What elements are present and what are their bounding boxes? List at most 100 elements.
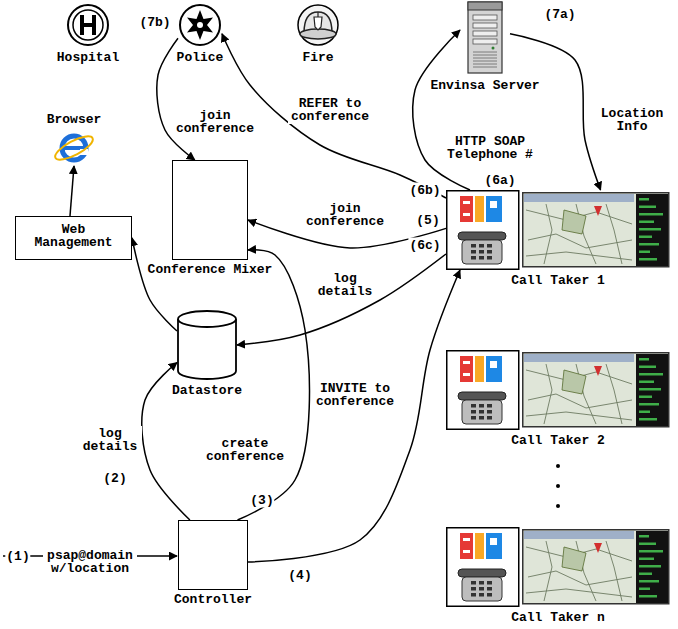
edge-label: INVITE to conference <box>313 381 397 409</box>
panel-row <box>639 396 652 399</box>
edge-label: Location Info <box>598 106 666 134</box>
datastore-cylinder-outline <box>177 310 237 380</box>
ellipsis-dot <box>556 464 560 468</box>
drive-bay <box>473 39 497 44</box>
sip-logo <box>463 361 470 364</box>
callout-number: (6a) <box>483 173 516 188</box>
helmet-shield <box>314 17 322 30</box>
cylinder-top <box>178 311 236 327</box>
node-caption: Police <box>177 51 224 64</box>
phone-key <box>487 581 492 585</box>
sip-logo <box>490 201 497 208</box>
icon-ring <box>180 5 220 45</box>
phone-key <box>487 416 492 420</box>
panel-row <box>639 373 663 376</box>
sip-logo <box>460 356 473 382</box>
phone-panel <box>447 351 519 430</box>
panel-row <box>639 411 650 414</box>
connector-group <box>70 30 601 562</box>
sip-logo <box>490 361 497 368</box>
flow-arrow <box>132 238 177 331</box>
panel-row <box>639 535 649 538</box>
edge-label: HTTP SOAP Telephone # <box>440 134 540 162</box>
panel-row <box>639 580 659 583</box>
panel-row <box>639 243 659 246</box>
panel-row <box>639 381 654 384</box>
panel-row <box>639 228 661 231</box>
flow-arrow <box>510 34 601 190</box>
sip-logo <box>463 213 470 216</box>
panel-row <box>639 198 649 201</box>
mixer-box: Conference Mixer <box>172 160 248 260</box>
panel-row <box>639 251 650 254</box>
phone-key <box>487 593 492 597</box>
phone-handset <box>458 232 506 240</box>
phone-body <box>462 400 502 424</box>
vent-slot <box>473 64 497 65</box>
vent-slot <box>473 52 497 53</box>
call-taker-station-outline <box>446 350 670 430</box>
phone-key <box>479 587 484 591</box>
callout-number: (6b) <box>408 183 441 198</box>
sip-logo <box>463 550 470 553</box>
fire-icon-outline <box>296 3 340 47</box>
side-panel <box>636 354 668 426</box>
flow-arrow <box>238 250 310 520</box>
panel-row <box>639 236 652 239</box>
side-panel <box>636 531 668 603</box>
node-caption: Call Taker 1 <box>511 274 605 287</box>
edge-label: join conference <box>173 108 257 136</box>
panel-row <box>639 550 663 553</box>
map-screen <box>523 353 669 427</box>
phone-key <box>471 587 476 591</box>
icon-ring <box>68 5 108 45</box>
map-road <box>544 541 552 601</box>
h-glyph <box>80 23 96 27</box>
panel-row <box>639 565 661 568</box>
phone-key <box>471 244 476 248</box>
phone-key <box>471 416 476 420</box>
callout-number: (4) <box>287 568 312 583</box>
hospital-icon: Hospital <box>66 3 110 47</box>
phone-key <box>479 410 484 414</box>
map-marker <box>594 206 602 216</box>
star-badge <box>197 22 203 28</box>
panel-row <box>639 573 652 576</box>
phone-key <box>487 410 492 414</box>
process-box: Web Management <box>15 216 132 260</box>
map-marker <box>594 366 602 376</box>
edge-label: join conference <box>303 201 387 229</box>
sip-logo <box>460 196 473 222</box>
datastore-cylinder: Datastore <box>177 310 237 380</box>
map-road <box>606 364 622 424</box>
screen-toolbar <box>524 354 634 362</box>
flow-arrow <box>248 270 460 562</box>
callout-number: (7a) <box>543 7 576 22</box>
panel-row <box>639 221 654 224</box>
sip-logo <box>486 533 502 559</box>
map-road <box>526 252 632 260</box>
phone-key <box>487 256 492 260</box>
flow-arrow <box>70 166 74 216</box>
ellipsis-dot <box>556 484 560 488</box>
node-caption: Fire <box>302 51 333 64</box>
node-caption: Controller <box>174 593 252 606</box>
phone-key <box>479 244 484 248</box>
phone-key <box>479 404 484 408</box>
callout-number: (5) <box>415 213 440 228</box>
edge-label: log details <box>78 426 142 454</box>
node-caption: Call Taker n <box>511 611 605 624</box>
phone-body <box>462 577 502 601</box>
node-caption: Call Taker 2 <box>511 434 605 447</box>
edge-label: log details <box>313 271 377 299</box>
panel-row <box>639 366 656 369</box>
callout-number: (3) <box>249 493 274 508</box>
panel-row <box>639 595 657 598</box>
sip-logo <box>475 196 484 222</box>
panel-row <box>639 213 663 216</box>
vent-slot <box>473 55 497 56</box>
map-road <box>544 204 552 264</box>
phone-handset <box>458 569 506 577</box>
icon-ring <box>298 5 338 45</box>
node-caption: Envinsa Server <box>430 79 539 92</box>
